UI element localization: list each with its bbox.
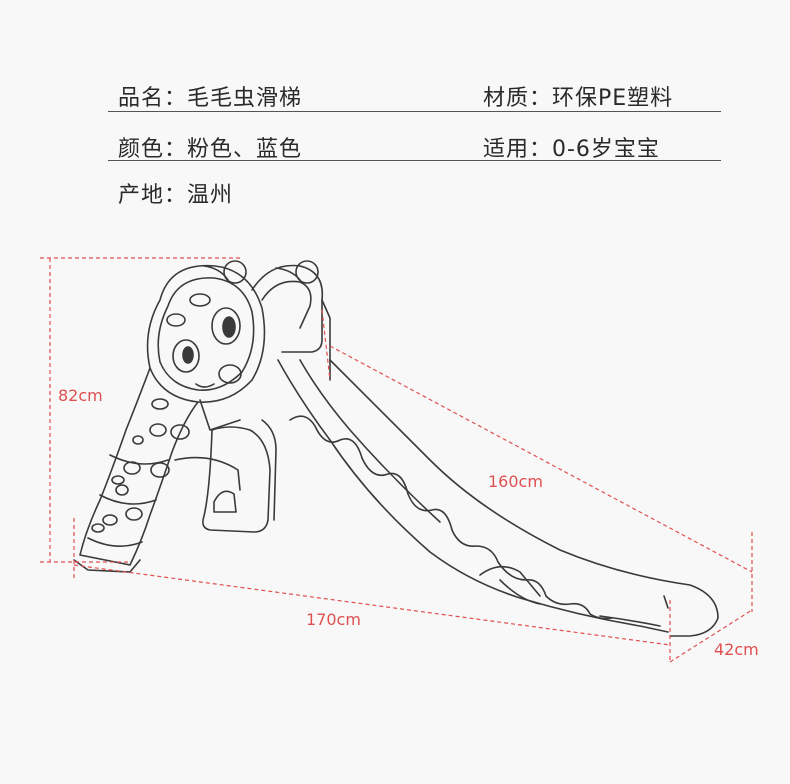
dimension-slide-length-label: 160cm [488,472,543,491]
dimension-lines [40,257,753,663]
dimension-total-length-label: 170cm [306,610,361,629]
spec-applicable-age: 适用：0-6岁宝宝 [483,137,660,162]
divider-2 [108,160,721,161]
spec-color: 颜色：粉色、蓝色 [118,137,303,162]
spec-origin: 产地：温州 [118,183,234,208]
dimension-height-label: 82cm [58,386,103,405]
caterpillar-slide-illustration [73,260,719,637]
divider-1 [108,111,721,112]
dimension-width-label: 42cm [714,640,759,659]
spec-product-name: 品名：毛毛虫滑梯 [118,86,303,111]
spec-material: 材质：环保PE塑料 [483,86,674,111]
